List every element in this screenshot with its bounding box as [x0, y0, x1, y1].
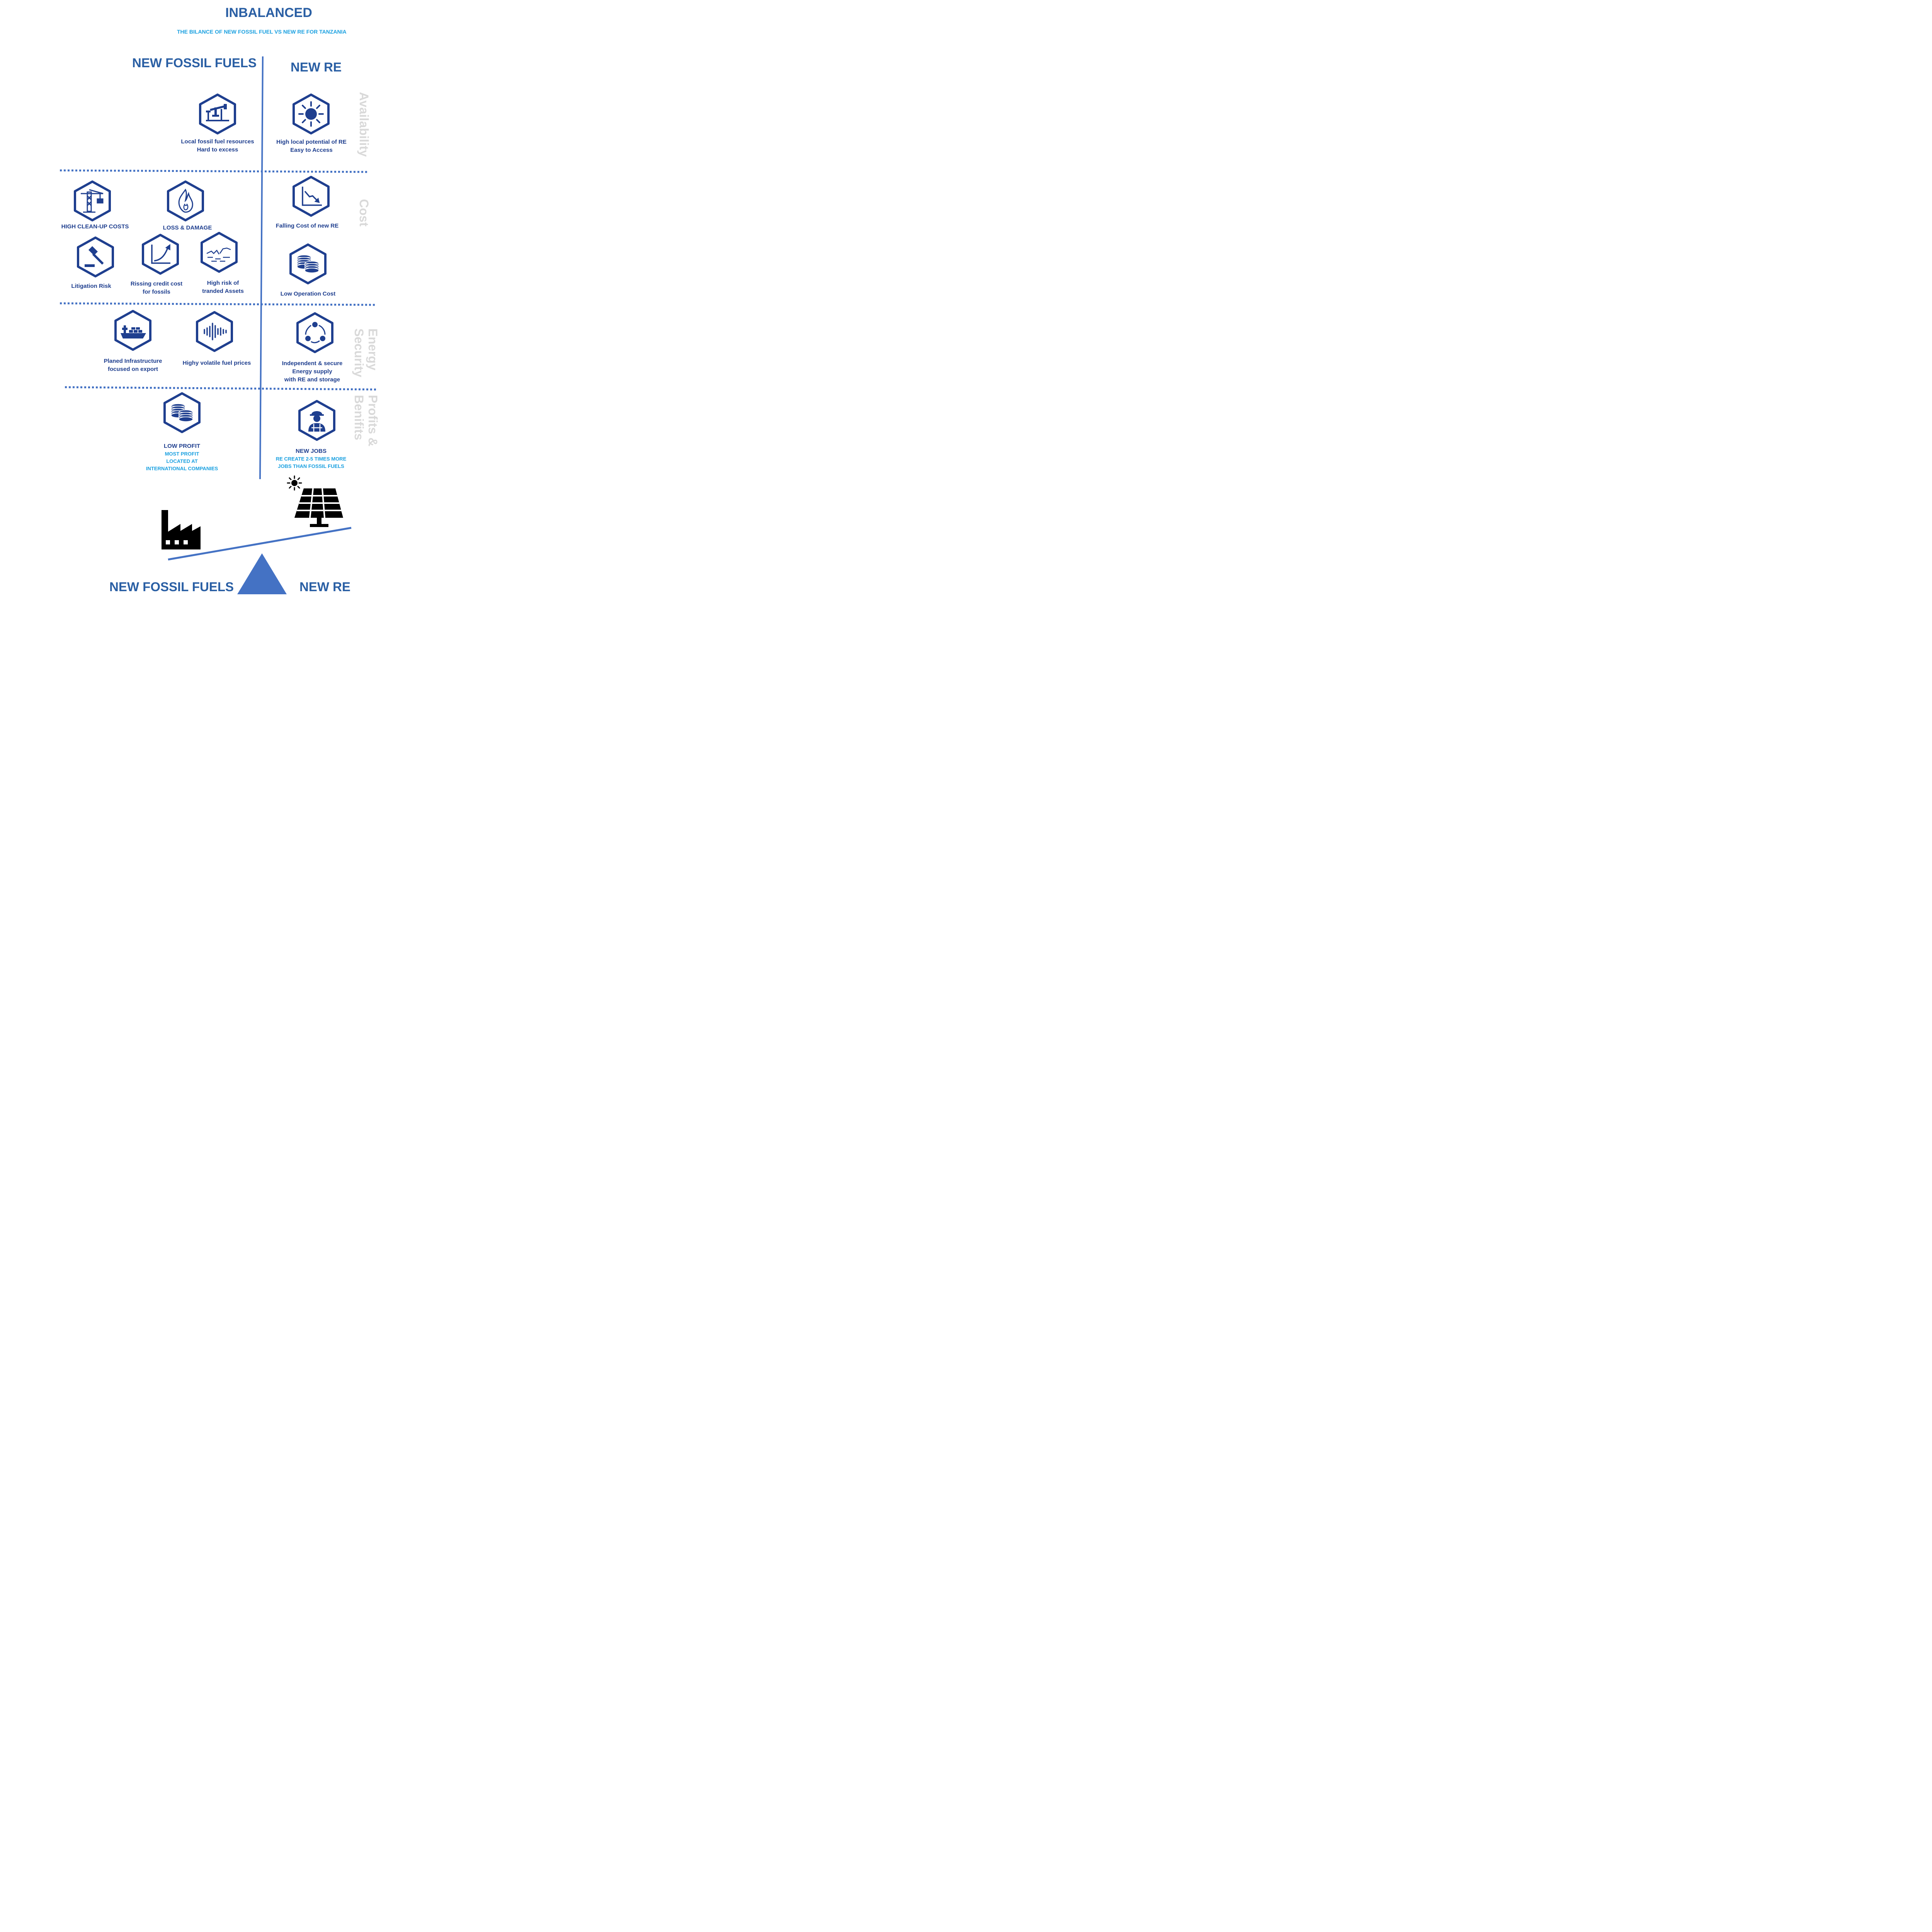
bottom-label-re: NEW RE: [299, 580, 350, 594]
falling-chart-icon: [292, 176, 330, 217]
re-potential-line1: High local potential of RE: [276, 139, 347, 145]
sun-icon: [292, 94, 330, 134]
stranded-line2: tranded Assets: [202, 288, 244, 294]
bottom-label-fossil: NEW FOSSIL FUELS: [109, 580, 234, 594]
infra-line2: focused on export: [107, 366, 158, 372]
cycle-icon: [296, 312, 334, 353]
fire-icon: [166, 180, 205, 221]
solar-panel-icon: [287, 475, 343, 527]
category-security-line1: Energy: [366, 328, 380, 371]
coins-icon: [289, 243, 327, 284]
independent-line2: Energy supply: [292, 368, 332, 375]
loss-caption: LOSS & DAMAGE: [163, 224, 212, 231]
category-profits: Profits & Benifits: [352, 395, 380, 446]
ship-icon: [114, 310, 152, 351]
category-energy-security: Energy Security: [352, 328, 380, 377]
low-profit-caption: LOW PROFIT MOST PROFIT LOCATED AT INTERN…: [136, 442, 228, 472]
category-profits-line2: Benifits: [352, 395, 366, 440]
jobs-sub1: RE CREATE 2-5 TIMES MORE: [276, 456, 347, 462]
jobs-caption: NEW JOBS RE CREATE 2-5 TIMES MORE JOBS T…: [269, 447, 354, 470]
independent-line1: Independent & secure: [282, 360, 343, 367]
fossil-resources-caption: Local fossil fuel resources Hard to exce…: [179, 138, 256, 154]
center-divider: [259, 56, 264, 480]
worker-icon: [298, 400, 336, 441]
volatile-caption: Highy volatile fuel prices: [182, 360, 251, 366]
rising-chart-icon: [141, 234, 180, 275]
column-header-re: NEW RE: [291, 60, 342, 74]
low-profit-line1: LOW PROFIT: [163, 443, 201, 449]
row-divider-2: [60, 302, 376, 306]
stranded-caption: High risk of tranded Assets: [192, 279, 254, 295]
gavel-icon: [76, 236, 115, 277]
low-profit-sub2: LOCATED AT: [166, 458, 198, 464]
infra-caption: Planed Infrastructure focused on export: [94, 357, 172, 373]
page-subtitle: THE BILANCE OF NEW FOSSIL FUEL VS NEW RE…: [177, 29, 347, 35]
category-availability: Availability: [357, 92, 371, 157]
re-potential-line2: Easy to Access: [290, 147, 333, 153]
independent-caption: Independent & secure Energy supply with …: [274, 359, 351, 384]
fossil-resources-line1: Local fossil fuel resources: [181, 138, 254, 145]
column-header-fossil: NEW FOSSIL FUELS: [132, 56, 257, 70]
cleanup-caption: HIGH CLEAN-UP COSTS: [61, 223, 129, 230]
infra-line1: Planed Infrastructure: [104, 358, 162, 364]
credit-line2: for fossils: [143, 289, 170, 295]
coins-icon: [163, 392, 201, 433]
litigation-caption: Litigation Risk: [71, 283, 111, 289]
independent-line3: with RE and storage: [284, 376, 340, 383]
category-cost: Cost: [357, 199, 371, 227]
page-title: INBALANCED: [225, 5, 312, 20]
divider-lines: [60, 56, 378, 594]
low-op-caption: Low Operation Cost: [280, 291, 336, 297]
row-divider-3: [65, 386, 378, 391]
credit-caption: Rissing credit cost for fossils: [122, 280, 191, 296]
row-divider-1: [60, 169, 369, 173]
credit-line1: Rissing credit cost: [130, 281, 183, 287]
low-profit-sub3: INTERNATIONAL COMPANIES: [146, 466, 218, 471]
jobs-sub2: JOBS THAN FOSSIL FUELS: [278, 463, 344, 469]
category-profits-line1: Profits &: [366, 395, 380, 447]
stranded-line1: High risk of: [207, 280, 239, 286]
balance-beam: [168, 527, 352, 561]
broken-ice-icon: [200, 232, 238, 273]
crane-icon: [73, 180, 112, 221]
falling-cost-caption: Falling Cost of new RE: [276, 223, 339, 229]
jobs-line1: NEW JOBS: [295, 448, 327, 454]
oil-pump-icon: [198, 94, 237, 134]
low-profit-sub1: MOST PROFIT: [165, 451, 199, 457]
factory-icon: [162, 510, 201, 549]
re-potential-caption: High local potential of RE Easy to Acces…: [273, 138, 350, 154]
fossil-resources-line2: Hard to excess: [197, 146, 238, 153]
balance-fulcrum: [237, 553, 287, 594]
category-security-line2: Security: [352, 328, 366, 378]
waveform-icon: [195, 311, 234, 352]
